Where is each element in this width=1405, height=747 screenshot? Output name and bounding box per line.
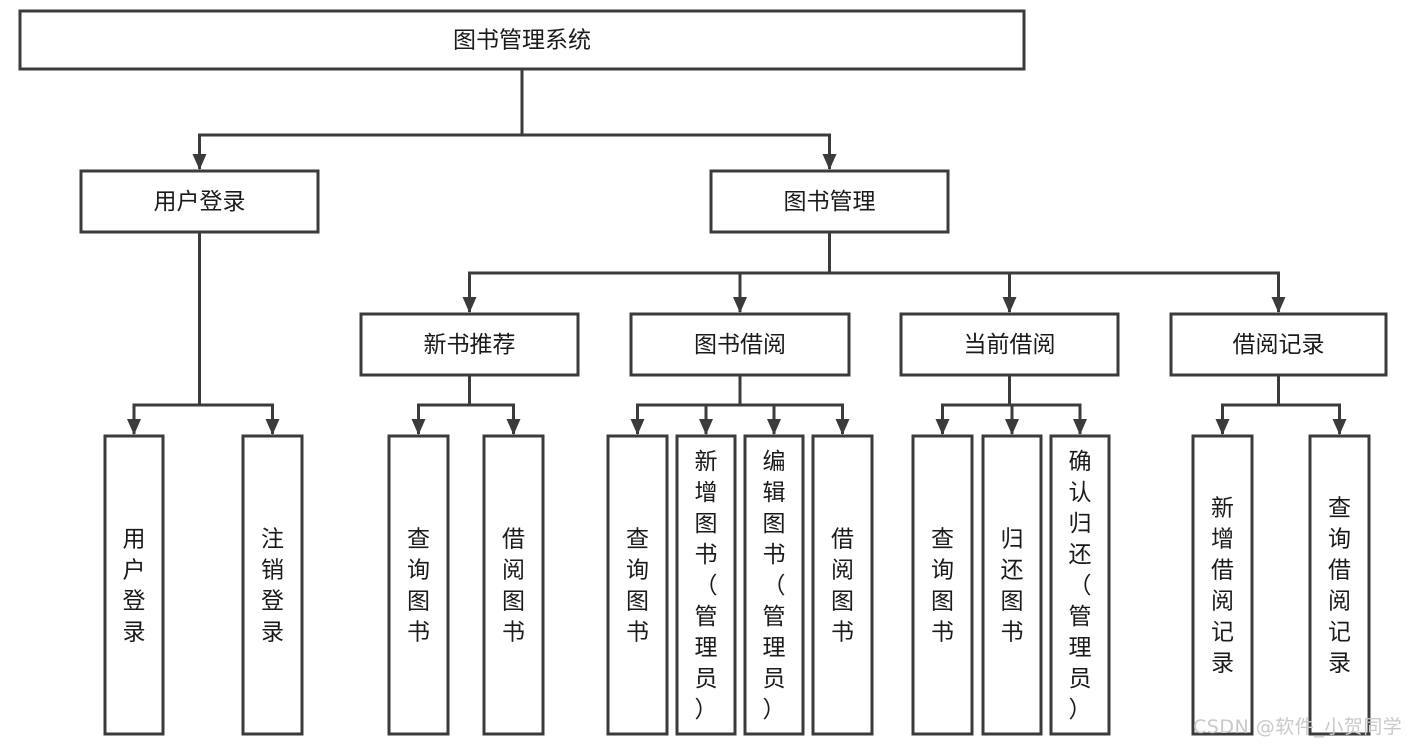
node-leaf-borrow-1[interactable]: 借阅图书 <box>482 434 545 736</box>
node-label-borrow-record: 借阅记录 <box>1233 332 1325 358</box>
node-box-leaf-borrow-2 <box>811 434 874 736</box>
node-label-root: 图书管理系统 <box>453 28 591 54</box>
node-box-leaf-return <box>981 434 1043 736</box>
node-box-leaf-add-rec <box>1191 434 1254 736</box>
node-leaf-return[interactable]: 归还图书 <box>981 434 1043 736</box>
node-box-leaf-user-login <box>103 434 165 736</box>
connector-user-login-to-leaf-user-login <box>127 232 201 435</box>
connector-book-borrow-to-leaf-borrow-2 <box>738 375 850 435</box>
connector-book-manage-to-borrow-record <box>828 232 1286 313</box>
connector-book-manage-to-book-borrow <box>733 232 831 313</box>
connector-current-borrow-to-leaf-query-3 <box>935 375 1011 435</box>
node-label-leaf-query-3: 查询图书 <box>931 526 954 645</box>
node-leaf-edit-book[interactable]: 编辑图书（管理员） <box>743 434 805 736</box>
node-label-leaf-confirm: 确认归还（管理员） <box>1069 449 1092 723</box>
node-label-leaf-user-login: 用户登录 <box>123 526 146 645</box>
node-box-leaf-edit-book <box>743 434 805 736</box>
node-label-leaf-return: 归还图书 <box>1001 526 1024 645</box>
node-label-leaf-borrow-1: 借阅图书 <box>502 526 525 645</box>
node-leaf-query-rec[interactable]: 查询借阅记录 <box>1308 434 1371 736</box>
node-label-leaf-query-rec: 查询借阅记录 <box>1328 495 1351 676</box>
node-box-leaf-query-rec <box>1308 434 1371 736</box>
node-leaf-query-3[interactable]: 查询图书 <box>911 434 974 736</box>
node-label-user-login: 用户登录 <box>154 189 246 215</box>
node-box-user-login <box>79 169 320 234</box>
node-label-book-manage: 图书管理 <box>784 189 876 215</box>
node-box-borrow-record <box>1169 312 1388 377</box>
node-box-leaf-query-2 <box>606 434 669 736</box>
node-root[interactable]: 图书管理系统 <box>18 9 1026 71</box>
node-label-leaf-edit-book: 编辑图书（管理员） <box>763 449 786 723</box>
node-label-leaf-borrow-2: 借阅图书 <box>831 526 854 645</box>
node-label-new-book-rec: 新书推荐 <box>424 332 516 358</box>
connector-borrow-record-to-leaf-add-rec <box>1215 375 1280 435</box>
node-leaf-borrow-2[interactable]: 借阅图书 <box>811 434 874 736</box>
node-layer: 图书管理系统用户登录图书管理新书推荐图书借阅当前借阅借阅记录用户登录注销登录查询… <box>18 9 1388 736</box>
node-book-borrow[interactable]: 图书借阅 <box>629 312 851 377</box>
connector-user-login-to-leaf-logout <box>198 232 280 435</box>
connector-current-borrow-to-leaf-confirm <box>1008 375 1087 435</box>
node-box-leaf-query-1 <box>387 434 450 736</box>
node-label-book-borrow: 图书借阅 <box>694 332 786 358</box>
connector-book-borrow-to-leaf-add-book <box>699 375 742 435</box>
node-new-book-rec[interactable]: 新书推荐 <box>359 312 580 377</box>
node-box-leaf-borrow-1 <box>482 434 545 736</box>
node-label-current-borrow: 当前借阅 <box>964 332 1056 358</box>
node-leaf-add-rec[interactable]: 新增借阅记录 <box>1191 434 1254 736</box>
node-label-leaf-query-2: 查询图书 <box>626 526 649 645</box>
node-label-leaf-add-rec: 新增借阅记录 <box>1211 495 1234 676</box>
node-user-login[interactable]: 用户登录 <box>79 169 320 234</box>
node-current-borrow[interactable]: 当前借阅 <box>899 312 1120 377</box>
node-label-leaf-logout: 注销登录 <box>261 526 284 645</box>
node-box-leaf-confirm <box>1049 434 1111 736</box>
node-label-leaf-add-book: 新增图书（管理员） <box>695 449 718 723</box>
node-box-new-book-rec <box>359 312 580 377</box>
node-leaf-add-book[interactable]: 新增图书（管理员） <box>675 434 737 736</box>
node-box-root <box>18 9 1026 71</box>
node-box-book-manage <box>709 169 950 234</box>
node-box-leaf-query-3 <box>911 434 974 736</box>
connector-layer <box>127 69 1347 435</box>
connector-new-book-rec-to-leaf-borrow-1 <box>468 375 521 435</box>
node-leaf-query-2[interactable]: 查询图书 <box>606 434 669 736</box>
node-box-leaf-logout <box>241 434 304 736</box>
node-box-book-borrow <box>629 312 851 377</box>
connector-new-book-rec-to-leaf-query-1 <box>411 375 471 435</box>
node-label-leaf-query-1: 查询图书 <box>407 526 430 645</box>
connector-borrow-record-to-leaf-query-rec <box>1277 375 1347 435</box>
node-box-leaf-add-book <box>675 434 737 736</box>
node-leaf-logout[interactable]: 注销登录 <box>241 434 304 736</box>
node-leaf-confirm[interactable]: 确认归还（管理员） <box>1049 434 1111 736</box>
node-leaf-user-login[interactable]: 用户登录 <box>103 434 165 736</box>
node-book-manage[interactable]: 图书管理 <box>709 169 950 234</box>
node-leaf-query-1[interactable]: 查询图书 <box>387 434 450 736</box>
connector-root-to-user-login <box>192 69 524 170</box>
node-borrow-record[interactable]: 借阅记录 <box>1169 312 1388 377</box>
connector-root-to-book-manage <box>520 69 837 170</box>
node-box-current-borrow <box>899 312 1120 377</box>
